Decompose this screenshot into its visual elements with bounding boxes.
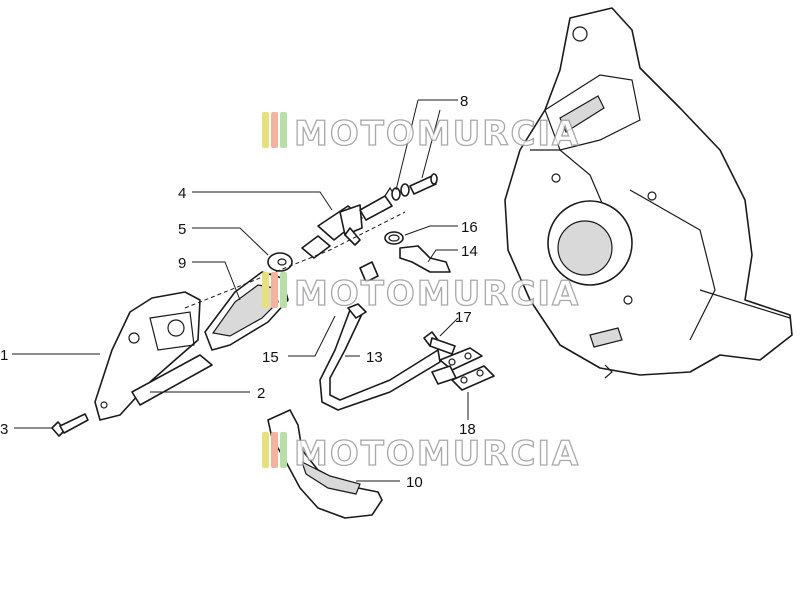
svg-text:MOTOMURCIA: MOTOMURCIA	[294, 274, 580, 314]
bolt-part-8	[391, 173, 438, 201]
bracket-part-1	[94, 291, 201, 421]
hose-part-13	[319, 303, 441, 411]
callout-1: 1	[0, 347, 8, 364]
callout-2: 2	[257, 385, 265, 402]
callout-10: 10	[406, 474, 423, 491]
svg-text:MOTOMURCIA: MOTOMURCIA	[294, 434, 580, 474]
watermark-logo: MOTOMURCIA MOTOMURCIA MOTOMURCIA	[262, 112, 580, 475]
washer-part-5	[267, 252, 293, 272]
callout-15: 15	[262, 349, 279, 366]
pipe-part-14	[399, 245, 451, 273]
callout-9: 9	[178, 255, 186, 272]
gasket-part-18	[431, 347, 495, 391]
valve-part-4	[301, 186, 397, 259]
callout-4: 4	[178, 185, 186, 202]
cover-part-10	[267, 409, 383, 519]
callout-17: 17	[455, 309, 472, 326]
clip-part-16	[384, 231, 404, 245]
callout-8: 8	[460, 93, 468, 110]
callout-3: 3	[0, 421, 8, 438]
callout-14: 14	[461, 243, 478, 260]
callout-labels: 1 2 3 4 5 8 9 10 13 14 15 16 17 18	[0, 93, 478, 491]
callout-5: 5	[178, 221, 186, 238]
fitting-part-15	[359, 261, 379, 283]
bolt-part-17	[423, 331, 456, 355]
crankcase-cover	[504, 7, 793, 379]
screw-part-3	[51, 413, 89, 437]
callout-16: 16	[461, 219, 478, 236]
callout-18: 18	[459, 421, 476, 438]
svg-text:MOTOMURCIA: MOTOMURCIA	[294, 114, 580, 154]
leader-lines	[12, 99, 469, 482]
callout-13: 13	[366, 349, 383, 366]
